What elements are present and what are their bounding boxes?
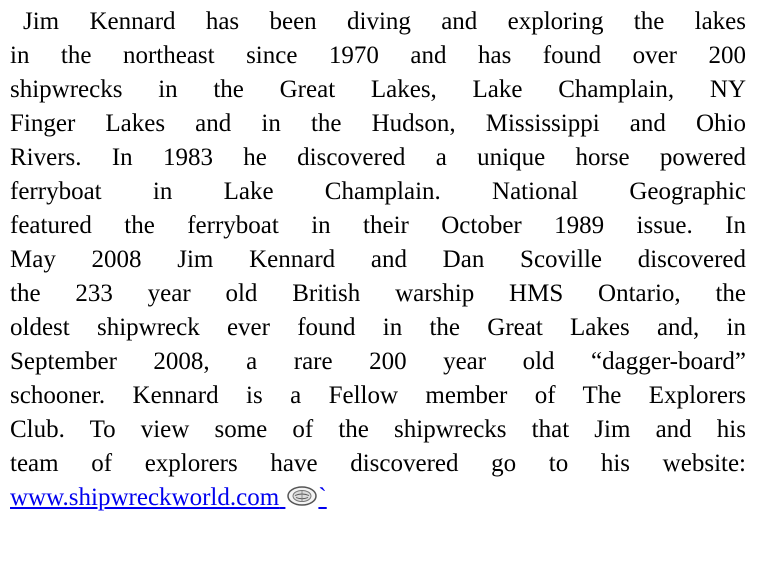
text-line: team of explorers have discovered go to … <box>10 450 746 477</box>
text-line: shipwrecks in the Great Lakes, Lake Cham… <box>10 76 746 103</box>
text-line: the 233 year old British warship HMS Ont… <box>10 280 746 307</box>
website-link-text: www.shipwreckworld.com <box>10 484 280 511</box>
link-trailing-char: ` <box>318 484 327 511</box>
text-line: ferryboat in Lake Champlain. National Ge… <box>10 178 746 205</box>
website-link[interactable]: www.shipwreckworld.com ` <box>10 484 327 511</box>
text-line: oldest shipwreck ever found in the Great… <box>10 314 746 341</box>
website-line: www.shipwreckworld.com ` <box>10 481 746 515</box>
text-line: Jim Kennard has been diving and explorin… <box>23 8 746 35</box>
text-line: Finger Lakes and in the Hudson, Mississi… <box>10 110 746 137</box>
text-line: in the northeast since 1970 and has foun… <box>10 42 746 69</box>
text-line: May 2008 Jim Kennard and Dan Scoville di… <box>10 246 746 273</box>
globe-icon <box>286 483 318 506</box>
text-line: Club. To view some of the shipwrecks tha… <box>10 416 746 443</box>
text-line: September 2008, a rare 200 year old “dag… <box>10 348 746 375</box>
text-line: schooner. Kennard is a Fellow member of … <box>10 382 746 409</box>
text-line: Rivers. In 1983 he discovered a unique h… <box>10 144 746 171</box>
text-line: featured the ferryboat in their October … <box>10 212 746 239</box>
bio-paragraph: Jim Kennard has been diving and explorin… <box>10 5 746 515</box>
